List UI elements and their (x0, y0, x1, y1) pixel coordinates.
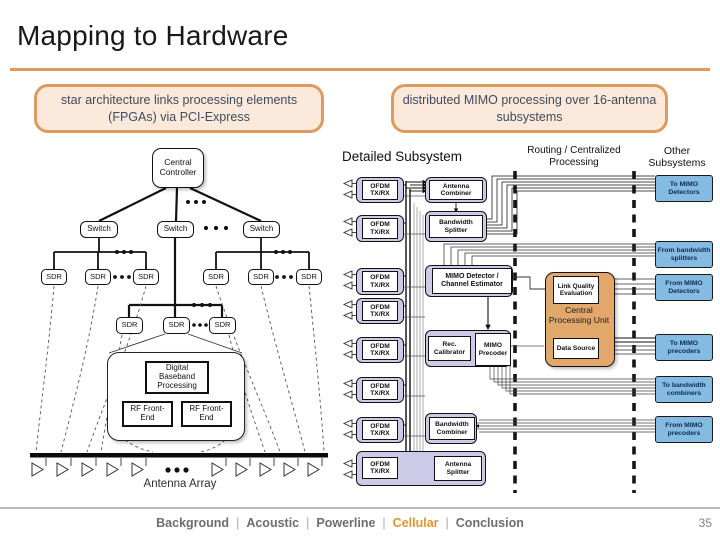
switch-box: Switch (80, 221, 118, 238)
ofdm-txrx-box: OFDM TX/RX (362, 340, 398, 360)
callout-star-architecture: star architecture links processing eleme… (34, 84, 324, 133)
io-box-from-bandwidth-splitters: From bandwidth splitters (655, 241, 713, 268)
sdr-box: SDR (203, 269, 229, 285)
rec-calibrator-box: Rec. Calibrator (428, 336, 471, 361)
rf-front-end-box: RF Front-End (181, 401, 232, 427)
from-splitters-bundle (443, 243, 655, 267)
switch-box: Switch (157, 221, 194, 238)
sdr-box: SDR (116, 317, 143, 334)
ofdm-txrx-box: OFDM TX/RX (362, 380, 398, 400)
mimo-detector-box: MIMO Detector / Channel Estimator (432, 268, 512, 294)
splitter-to-detectors-bundle (487, 175, 655, 235)
from-precoders-bundle (475, 419, 655, 433)
sdr-box: SDR (209, 317, 236, 334)
sdr-box: SDR (163, 317, 190, 334)
ellipsis-dots (113, 200, 293, 473)
bandwidth-combiner-box: Bandwidth Combiner (429, 417, 475, 440)
footer-separator: | (445, 516, 449, 530)
switch-box: Switch (243, 221, 280, 238)
callout-distributed-mimo: distributed MIMO processing over 16-ante… (391, 84, 668, 133)
digital-baseband-box: Digital Baseband Processing (145, 361, 209, 394)
antenna-triangle-icons (31, 462, 320, 477)
footer-nav: Background | Acoustic | Powerline | Cellular | C… (0, 516, 680, 530)
central-controller-box: Central Controller (152, 148, 204, 188)
footer-separator: | (306, 516, 310, 530)
rf-front-end-box: RF Front-End (122, 401, 173, 427)
footer-item-acoustic[interactable]: Acoustic (246, 516, 300, 530)
cpu-label: Central Processing Unit (548, 305, 610, 325)
footer-divider (0, 507, 720, 509)
combiner-inputs (406, 179, 459, 213)
ofdm-txrx-box: OFDM TX/RX (362, 457, 398, 479)
explode-links (108, 333, 243, 354)
mimo-subsystem-diagram: Detailed Subsystem Routing / Centralized… (340, 145, 718, 497)
antenna-stems (45, 458, 323, 466)
footer-item-conclusion[interactable]: Conclusion (455, 516, 524, 530)
sdr-box: SDR (85, 269, 111, 285)
page-number: 35 (698, 516, 712, 530)
sdr-box: SDR (133, 269, 159, 285)
region-divider-dashes (513, 171, 636, 493)
header-other-subsystems: Other Subsystems (648, 145, 706, 170)
antenna-splitter-box: Antenna Splitter (434, 456, 482, 481)
bandwidth-splitter-box: Bandwidth Splitter (429, 215, 483, 238)
io-box-to-mimo-detectors: To MIMO Detectors (655, 175, 713, 202)
ofdm-txrx-box: OFDM TX/RX (362, 271, 398, 292)
data-source-box: Data Source (553, 338, 599, 359)
sdr-box: SDR (296, 269, 322, 285)
page-title: Mapping to Hardware (17, 20, 289, 51)
ofdm-txrx-box: OFDM TX/RX (362, 301, 398, 321)
sdr-box: SDR (248, 269, 274, 285)
bracket-links (53, 237, 310, 269)
antenna-array-label: Antenna Array (143, 478, 217, 490)
footer-separator: | (236, 516, 240, 530)
io-box-from-mimo-precoders: From MIMO precoders (655, 416, 713, 443)
footer-item-background[interactable]: Background (156, 516, 230, 530)
tree-links (98, 187, 262, 317)
io-box-from-mimo-detectors: From MIMO Detectors (655, 274, 713, 301)
header-routing-centralized: Routing / Centralized Processing (527, 145, 621, 168)
ofdm-txrx-box: OFDM TX/RX (362, 180, 398, 200)
sdr-box: SDR (41, 269, 67, 285)
io-box-to-mimo-precoders: To MIMO precoders (655, 334, 713, 361)
antenna-array-bar (30, 453, 328, 458)
mimo-precoder-box: MIMO Precoder (475, 333, 511, 366)
ofdm-txrx-box: OFDM TX/RX (362, 218, 398, 239)
ofdm-txrx-box: OFDM TX/RX (362, 420, 398, 440)
link-quality-box: Link Quality Evaluation (553, 276, 599, 304)
footer-item-powerline[interactable]: Powerline (316, 516, 376, 530)
ofdm-antenna-icons (342, 179, 357, 479)
mimo-diagram-lines (342, 171, 655, 493)
title-underline (10, 68, 710, 71)
star-architecture-diagram: Central Controller Switch Switch Switch … (25, 145, 335, 501)
antenna-combiner-box: Antenna Combiner (429, 180, 483, 200)
io-box-to-bandwidth-combiners: To bandwidth combiners (655, 376, 713, 403)
footer-item-cellular[interactable]: Cellular (392, 516, 439, 530)
header-detailed-subsystem: Detailed Subsystem (342, 149, 463, 164)
footer-separator: | (382, 516, 386, 530)
precoder-fan-bundle (489, 366, 655, 395)
bus-lines (405, 181, 424, 475)
